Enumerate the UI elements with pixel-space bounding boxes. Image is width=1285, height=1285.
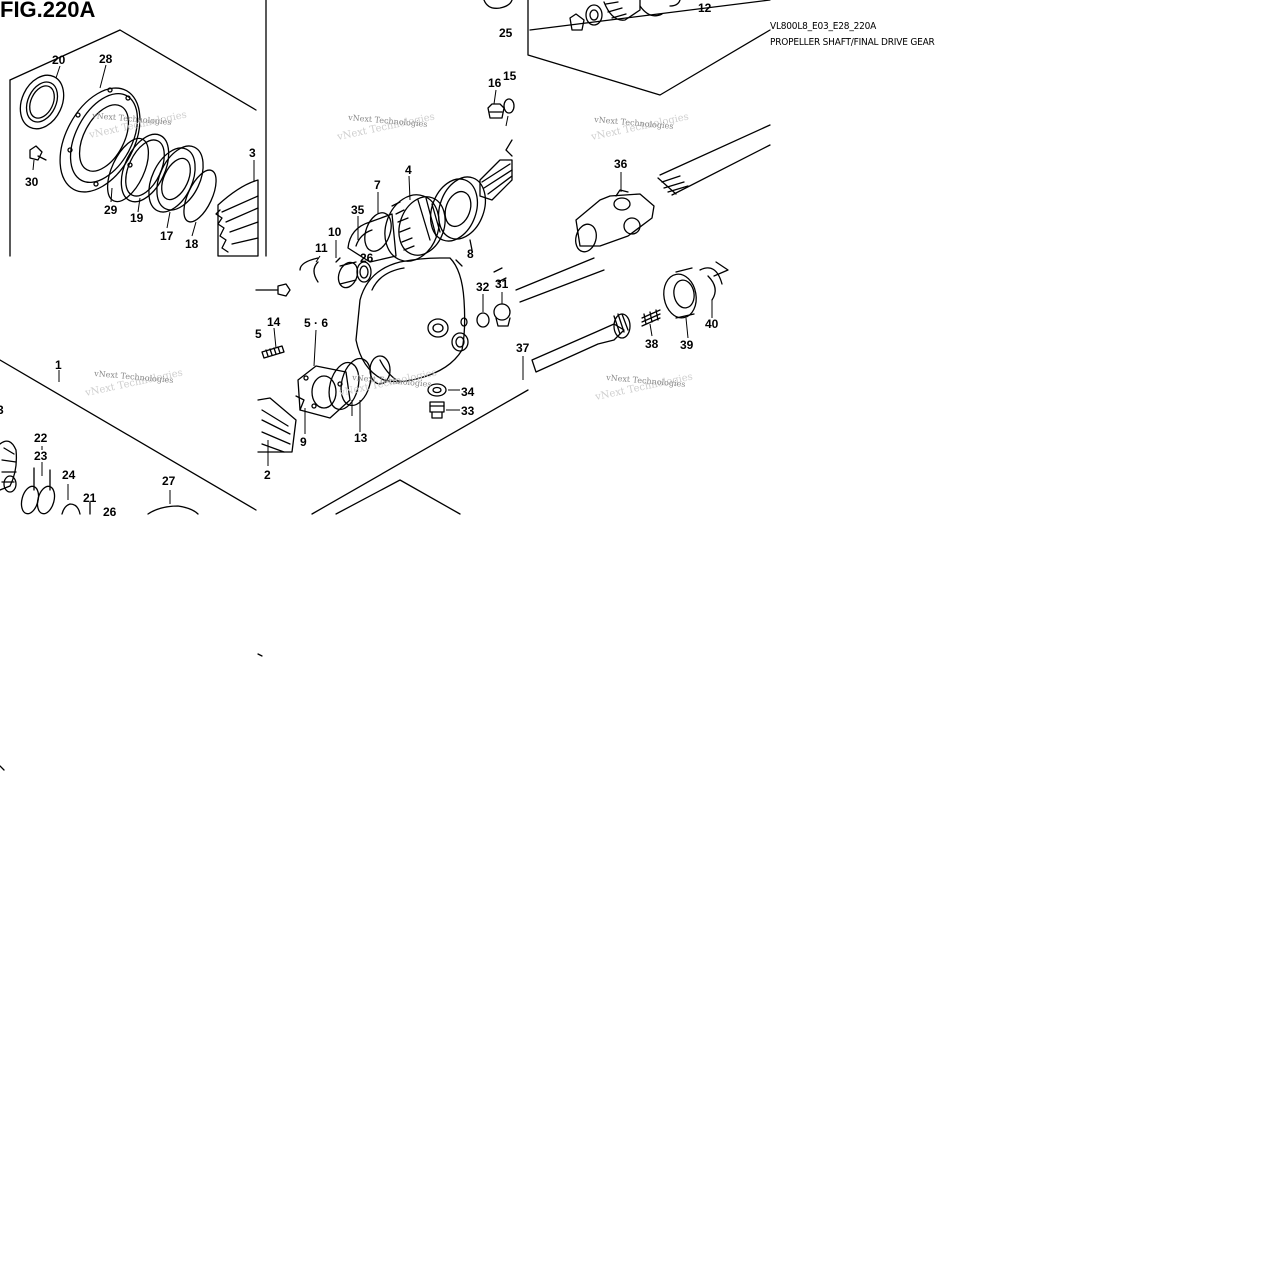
plug-31 [493,303,511,327]
spacer-7 [364,212,392,252]
needle-bearing-26 [337,261,372,289]
circlip-40 [699,261,729,301]
callout-36: 36 [614,157,628,171]
retainer-5-6 [295,365,351,419]
callout-20: 20 [52,53,66,67]
callout-10: 10 [328,225,342,239]
callout-5-6: 5 · 6 [304,316,328,330]
callout-23: 23 [34,449,48,463]
washer-34-hole [432,386,442,394]
panel-top-left [9,0,267,257]
pinion-gear-assembly [479,139,513,201]
universal-joint-36 [575,189,655,253]
washer-34 [427,383,447,397]
drive-gear-4 [384,194,446,262]
spring-38 [641,309,661,327]
callout-40: 40 [705,317,719,331]
watermarks: vNext Technologies vNext Technologies vN… [83,110,693,404]
callout-3-lower: 3 [0,403,4,417]
callout-13: 13 [354,431,368,445]
gasket-32 [476,312,490,328]
callout-24: 24 [62,468,76,482]
callout-5: 5 [255,327,262,341]
callout-15: 15 [503,69,517,83]
callout-35: 35 [351,203,365,217]
callout-27: 27 [162,474,176,488]
callout-labels: 20 28 30 29 19 17 18 3 25 12 16 15 7 4 3… [0,1,719,519]
bearing-8 [429,176,487,251]
boss-25 [483,0,513,9]
callout-39: 39 [680,338,694,352]
o-rings-13 [328,355,391,411]
callout-7: 7 [374,178,381,192]
circlip-18 [183,169,217,223]
callout-17: 17 [160,229,174,243]
figure-code: VL800L8_E03_E28_220A [770,21,877,32]
oil-seal-20 [19,74,65,130]
callout-16: 16 [488,76,502,90]
washer-15 [503,98,515,114]
washer-24 [61,503,81,515]
pinion-gear-2 [257,397,297,453]
shims-23 [20,467,56,515]
callout-9: 9 [300,435,307,449]
callout-29: 29 [104,203,118,217]
callout-26: 26 [360,251,374,265]
ring-gear-3 [215,179,259,257]
leader-lines [32,64,713,504]
callout-33: 33 [461,404,475,418]
callout-32: 32 [476,280,490,294]
callout-1: 1 [55,358,62,372]
gear-shaft-12 [569,0,681,31]
callout-21: 21 [83,491,97,505]
drain-bolt-33 [429,401,445,419]
boot-39 [663,267,697,319]
bearing-17 [148,145,204,213]
callout-31: 31 [495,277,509,291]
callout-34: 34 [461,385,475,399]
callout-2: 2 [264,468,271,482]
callout-12: 12 [698,1,712,15]
propeller-shaft-37 [493,257,631,373]
callout-11: 11 [315,241,328,255]
callout-22: 22 [34,431,48,445]
callout-25: 25 [499,26,513,40]
callout-26-lower: 26 [103,505,117,519]
bolt-16 [487,103,505,119]
ring-gear-3-lower [0,440,18,493]
pinion-housing-35 [347,213,397,263]
callout-18: 18 [185,237,199,251]
stud-14 [261,345,285,359]
propeller-shaft-tube [657,124,771,196]
bolt-30 [29,145,47,161]
bearing-cover-28 [59,87,141,193]
callout-4: 4 [405,163,412,177]
callout-38: 38 [645,337,659,351]
final-drive-case [355,257,469,383]
figure-title: FIG.220A [0,0,96,22]
snap-ring [313,261,319,283]
callout-8: 8 [467,247,474,261]
circlip-10-11 [299,257,341,271]
callout-19: 19 [130,211,144,225]
panel-bottom-left [0,359,529,771]
callout-14: 14 [267,315,281,329]
callout-3: 3 [249,146,256,160]
figure-description: PROPELLER SHAFT/FINAL DRIVE GEAR [770,37,935,48]
bolt-left [255,283,291,297]
callout-30: 30 [25,175,39,189]
callout-37: 37 [516,341,530,355]
callout-28: 28 [99,52,113,66]
bearing-27 [147,505,199,515]
